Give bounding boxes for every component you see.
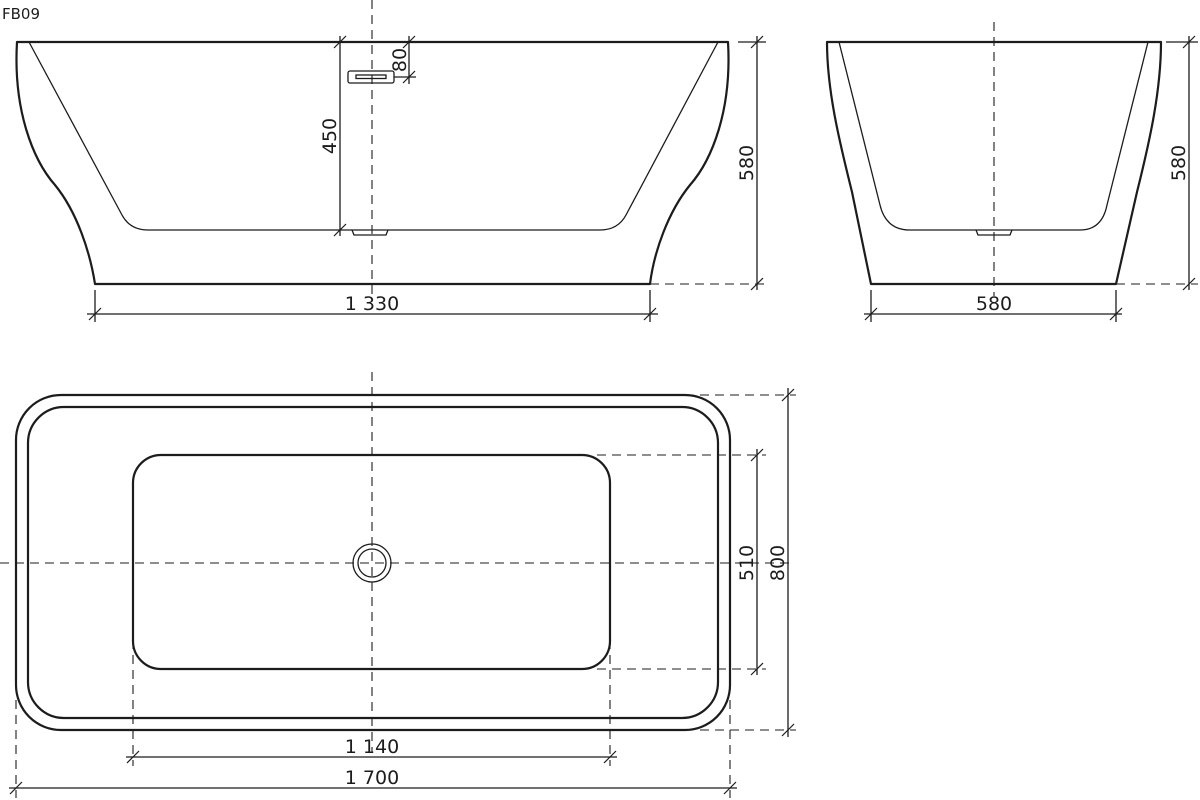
dim-580-end-label: 580: [1168, 145, 1190, 181]
dim-tick: [864, 307, 878, 321]
side-view: 450 80 580 1 330: [15, 0, 766, 322]
dim-tick: [1109, 307, 1123, 321]
plan-view: 510 800 1 140 1 700: [0, 372, 796, 798]
end-view: 580 580: [825, 22, 1198, 322]
dim-tick: [603, 750, 617, 764]
dim-510-label: 510: [736, 545, 758, 581]
drain-inner-circle: [357, 548, 387, 578]
dim-tick: [750, 277, 764, 291]
side-view-drain: [351, 229, 389, 236]
dim-tick: [781, 723, 795, 737]
side-view-inner-basin: [28, 41, 719, 231]
dim-1700-label: 1 700: [345, 767, 399, 789]
dim-tick: [333, 35, 347, 49]
drain-outer-circle: [352, 543, 392, 583]
dim-800-label: 800: [767, 545, 789, 581]
dim-tick: [643, 307, 657, 321]
dim-tick: [750, 35, 764, 49]
dim-tick: [333, 223, 347, 237]
dim-1330-label: 1 330: [345, 293, 399, 315]
dim-580-base-label: 580: [976, 293, 1012, 315]
dim-tick: [402, 35, 416, 49]
overflow-fitting: [347, 70, 395, 84]
dim-tick: [9, 781, 23, 795]
dim-tick: [723, 781, 737, 795]
dim-tick: [781, 388, 795, 402]
dim-450-label: 450: [319, 118, 341, 154]
model-label: FB09: [2, 5, 40, 23]
dim-580-side-label: 580: [736, 145, 758, 181]
dim-tick: [88, 307, 102, 321]
dim-tick: [402, 70, 416, 84]
dim-tick: [1182, 277, 1196, 291]
overflow-slot: [355, 74, 387, 80]
plan-basin: [131, 453, 612, 671]
dim-tick: [750, 662, 764, 676]
plan-inner-rim: [26, 405, 720, 720]
dim-tick: [750, 448, 764, 462]
end-view-inner-basin: [838, 41, 1149, 231]
dim-80-label: 80: [389, 48, 411, 72]
dim-1140-label: 1 140: [345, 736, 399, 758]
dim-tick: [1182, 35, 1196, 49]
dim-tick: [126, 750, 140, 764]
